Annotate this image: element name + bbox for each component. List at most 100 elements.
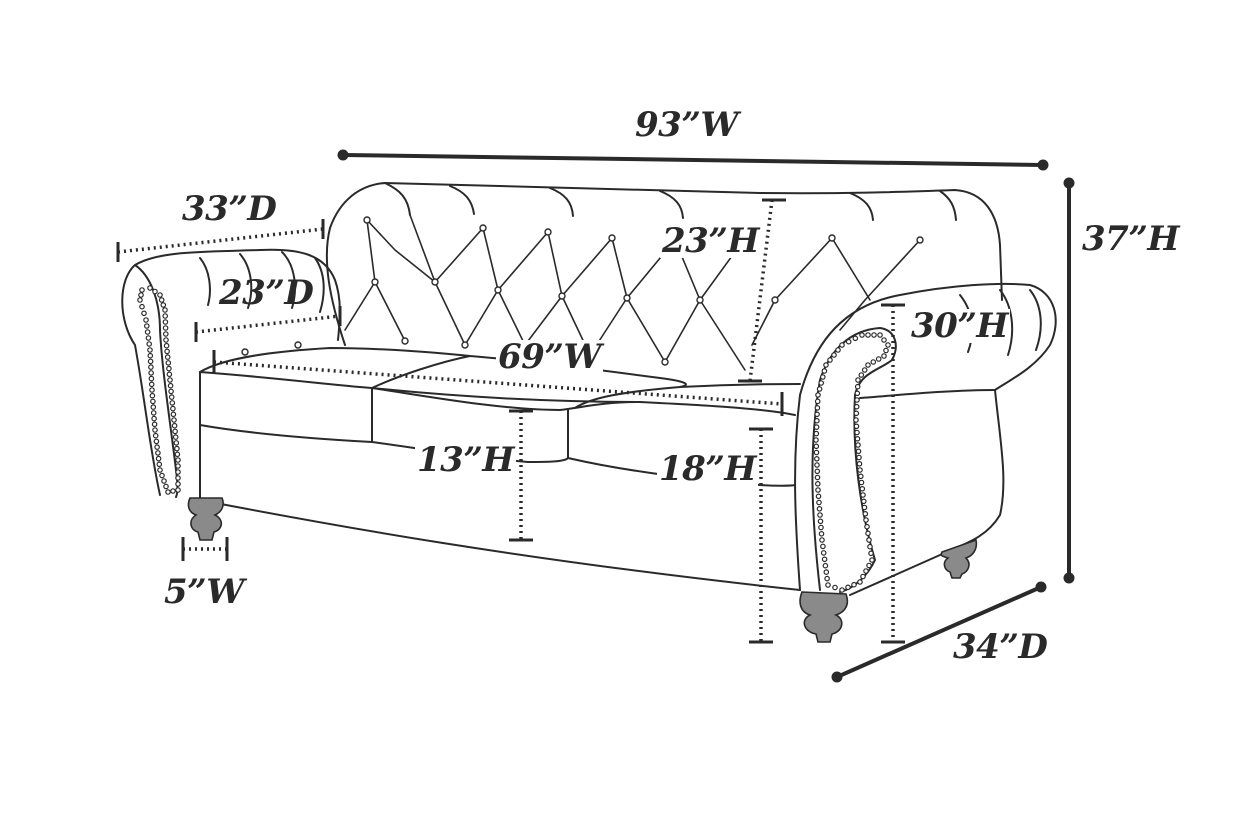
nailhead xyxy=(170,405,176,412)
nailhead xyxy=(139,303,145,310)
nailhead xyxy=(144,329,151,335)
nailhead xyxy=(885,342,891,348)
nailhead xyxy=(825,582,831,588)
nailhead xyxy=(161,478,167,484)
nailhead xyxy=(164,354,171,360)
nailhead xyxy=(814,405,821,411)
nailhead xyxy=(162,325,169,331)
nailhead xyxy=(860,498,867,505)
dim-line-overall-height xyxy=(1063,177,1075,584)
nailhead xyxy=(845,338,852,345)
nailhead xyxy=(864,523,870,530)
nailhead xyxy=(856,460,863,467)
nailhead xyxy=(865,332,871,338)
nailhead xyxy=(853,417,859,423)
nailhead xyxy=(822,562,829,569)
nailhead xyxy=(813,443,820,450)
nailhead xyxy=(851,581,857,588)
nailhead xyxy=(839,587,845,593)
nailhead xyxy=(146,341,153,347)
nailhead xyxy=(166,371,173,378)
dim-line-seat-cushion-height xyxy=(509,409,533,542)
nailhead xyxy=(859,332,865,338)
nailhead xyxy=(147,352,154,359)
label-seat-width: 69”W xyxy=(496,337,604,377)
nailhead xyxy=(815,487,821,493)
nailhead xyxy=(839,342,845,348)
nailhead xyxy=(814,474,821,481)
nailhead xyxy=(813,424,820,430)
nailhead xyxy=(854,383,861,390)
nailhead xyxy=(148,381,155,388)
nailhead xyxy=(139,287,145,293)
nailhead xyxy=(862,510,869,517)
nailhead xyxy=(155,455,162,462)
nailhead xyxy=(883,347,889,354)
label-seat-cushion-height: 13”H xyxy=(415,440,516,480)
nailhead xyxy=(153,438,160,445)
nailhead xyxy=(148,375,155,382)
nailhead xyxy=(854,429,860,436)
dim-line-back-height xyxy=(738,198,786,383)
nailhead xyxy=(175,463,181,469)
nailhead xyxy=(175,475,181,481)
nailhead xyxy=(172,428,178,435)
nailhead xyxy=(860,492,866,498)
nailhead xyxy=(852,335,859,342)
left-arm xyxy=(121,248,341,496)
nailhead xyxy=(168,394,175,400)
nailhead xyxy=(853,410,860,417)
nailhead xyxy=(152,432,159,439)
nailhead xyxy=(156,461,163,468)
nailhead xyxy=(163,342,170,349)
nailhead xyxy=(165,360,172,366)
nailhead xyxy=(144,323,150,329)
nailhead xyxy=(821,368,828,374)
nailhead xyxy=(141,310,147,317)
nailhead xyxy=(163,331,169,337)
nailhead xyxy=(865,530,871,537)
nailhead xyxy=(827,357,833,363)
nailhead xyxy=(861,504,868,511)
nailhead xyxy=(831,352,837,358)
nailhead xyxy=(166,365,172,372)
nailhead xyxy=(814,480,821,487)
nailhead xyxy=(881,353,887,359)
nailhead xyxy=(814,468,821,475)
dim-line-arm-width xyxy=(181,537,229,561)
nailhead xyxy=(171,417,177,423)
nailhead xyxy=(162,307,168,313)
nailhead xyxy=(832,584,838,591)
nailhead xyxy=(138,292,144,298)
nailhead xyxy=(867,543,873,550)
nailhead xyxy=(157,467,163,473)
nailhead xyxy=(857,579,863,585)
nailhead xyxy=(813,455,820,462)
nailhead xyxy=(854,390,861,397)
sofa-legs xyxy=(187,497,978,643)
nailhead xyxy=(823,362,829,368)
nailhead xyxy=(858,479,865,486)
nailhead xyxy=(820,543,826,550)
nailhead xyxy=(148,364,154,370)
nailhead xyxy=(174,445,180,452)
nailhead xyxy=(865,362,871,368)
nailhead xyxy=(875,356,882,362)
nailhead xyxy=(167,377,173,383)
nailhead xyxy=(162,313,169,319)
label-back-height: 23”H xyxy=(660,221,761,261)
seat-cushions xyxy=(199,347,801,411)
nailhead xyxy=(150,398,156,405)
nailhead xyxy=(866,537,872,543)
nailhead xyxy=(147,347,153,353)
leg-back-right xyxy=(940,538,978,579)
nailhead xyxy=(152,427,158,433)
nailhead xyxy=(143,317,149,323)
nailhead xyxy=(866,562,872,569)
nailhead xyxy=(835,347,841,353)
leg-front-left xyxy=(187,497,224,541)
nailhead xyxy=(854,397,860,403)
dim-line-inner-depth xyxy=(194,306,342,342)
nailhead xyxy=(174,451,181,458)
nailhead xyxy=(158,297,165,303)
